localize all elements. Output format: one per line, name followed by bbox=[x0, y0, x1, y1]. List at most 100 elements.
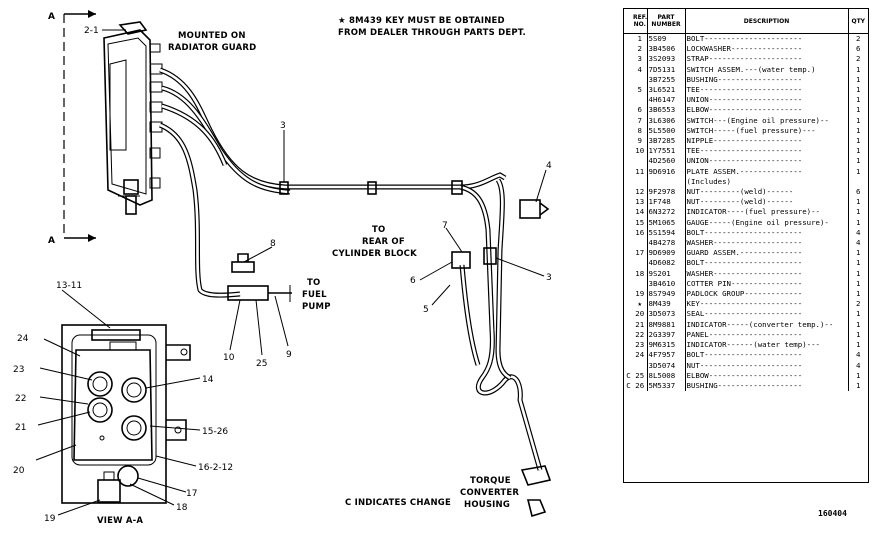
change-mark bbox=[624, 361, 633, 371]
callout-25: 25 bbox=[256, 359, 267, 369]
change-mark bbox=[624, 197, 633, 207]
callout-15-26: 15-26 bbox=[202, 427, 228, 437]
ref-no: 5 bbox=[633, 85, 648, 96]
quantity: 1 bbox=[856, 278, 861, 288]
quantity: 1 bbox=[856, 64, 861, 74]
description: INDICATOR-----(converter temp.)-- bbox=[685, 319, 849, 330]
change-mark bbox=[624, 269, 633, 279]
callout-20: 20 bbox=[13, 466, 25, 476]
header-part-number: PART NUMBER bbox=[647, 9, 686, 34]
parts-header-row: REF. NO. PART NUMBER DESCRIPTION QTY bbox=[624, 9, 868, 34]
header-description: DESCRIPTION bbox=[685, 9, 849, 34]
change-mark bbox=[624, 207, 633, 217]
part-number: 3L6521 bbox=[647, 85, 686, 96]
part-number: 2G3397 bbox=[647, 329, 686, 341]
view-a-a-panel bbox=[35, 289, 201, 516]
description: BOLT---------------------- bbox=[685, 227, 849, 239]
part-number: 5L5500 bbox=[647, 125, 686, 137]
part-number: 4B4278 bbox=[647, 238, 686, 249]
change-mark bbox=[624, 320, 633, 330]
part-number: 3B4610 bbox=[647, 278, 686, 290]
ref-no bbox=[633, 360, 648, 371]
part-number: 9M6315 bbox=[647, 340, 686, 351]
ref-no: 11 bbox=[633, 166, 648, 177]
change-mark bbox=[624, 85, 633, 95]
quantity: 4 bbox=[856, 350, 861, 360]
quantity: 1 bbox=[856, 146, 861, 156]
quantity: 1 bbox=[856, 207, 861, 217]
callout-4: 4 bbox=[546, 161, 552, 171]
ref-no: 17 bbox=[633, 248, 648, 259]
ref-no: 22 bbox=[633, 329, 648, 341]
description: PADLOCK GROUP------------- bbox=[685, 289, 849, 300]
part-number: 4D2560 bbox=[647, 156, 686, 167]
description: BUSHING------------------- bbox=[685, 74, 849, 86]
quantity: 1 bbox=[856, 258, 861, 268]
quantity: 4 bbox=[856, 238, 861, 248]
fuel-note-line-2: FUEL bbox=[302, 290, 327, 300]
ref-no: 14 bbox=[633, 207, 648, 218]
description: SEAL---------------------- bbox=[685, 309, 849, 320]
ref-no: 9 bbox=[633, 136, 648, 147]
instrument-panel-side-view bbox=[103, 21, 163, 215]
quantity: 1 bbox=[856, 370, 861, 380]
callout-10: 10 bbox=[223, 353, 235, 363]
ref-no: 16 bbox=[633, 227, 648, 239]
part-number: 1Y7551 bbox=[647, 146, 686, 157]
part-number: 3B6553 bbox=[647, 105, 686, 116]
quantity: 1 bbox=[856, 136, 861, 146]
quantity: 1 bbox=[856, 380, 861, 390]
ref-no bbox=[633, 278, 648, 290]
description: UNION--------------------- bbox=[685, 95, 849, 106]
change-mark bbox=[624, 248, 633, 258]
part-number: 3S2093 bbox=[647, 54, 686, 65]
change-mark bbox=[624, 279, 633, 289]
callout-18: 18 bbox=[176, 503, 188, 513]
change-mark bbox=[624, 34, 633, 45]
change-note: C INDICATES CHANGE bbox=[345, 498, 451, 508]
part-number: 8M9881 bbox=[647, 319, 686, 330]
change-mark: C bbox=[626, 370, 631, 380]
quantity: 6 bbox=[856, 187, 861, 197]
callout-2-1: 2-1 bbox=[84, 26, 99, 36]
wiring-diagram: A A bbox=[13, 10, 552, 526]
part-number: 5M1065 bbox=[647, 217, 686, 228]
callout-23: 23 bbox=[13, 365, 24, 375]
description: UNION--------------------- bbox=[685, 156, 849, 167]
part-number: 3D5073 bbox=[647, 309, 686, 320]
description: NUT---------(weld)------ bbox=[685, 187, 849, 198]
quantity: 1 bbox=[856, 125, 861, 135]
description: COTTER PIN---------------- bbox=[685, 278, 849, 290]
rear-note-line-3: CYLINDER BLOCK bbox=[332, 249, 417, 259]
callout-14: 14 bbox=[202, 375, 214, 385]
description: GAUGE-----(Engine oil pressure)- bbox=[685, 217, 849, 228]
mounted-note-line-2: RADIATOR GUARD bbox=[168, 43, 256, 53]
quantity: 4 bbox=[856, 360, 861, 370]
change-mark bbox=[624, 258, 633, 268]
description: TEE----------------------- bbox=[685, 85, 849, 96]
quantity: 1 bbox=[856, 74, 861, 84]
change-mark bbox=[624, 350, 633, 360]
quantity: 1 bbox=[856, 319, 861, 329]
description: NUT---------(weld)------ bbox=[685, 197, 849, 208]
description: NIPPLE-------------------- bbox=[685, 136, 849, 147]
description: INDICATOR------(water temp)--- bbox=[685, 340, 849, 351]
change-mark bbox=[624, 156, 633, 166]
part-number: 3L6306 bbox=[647, 115, 686, 126]
